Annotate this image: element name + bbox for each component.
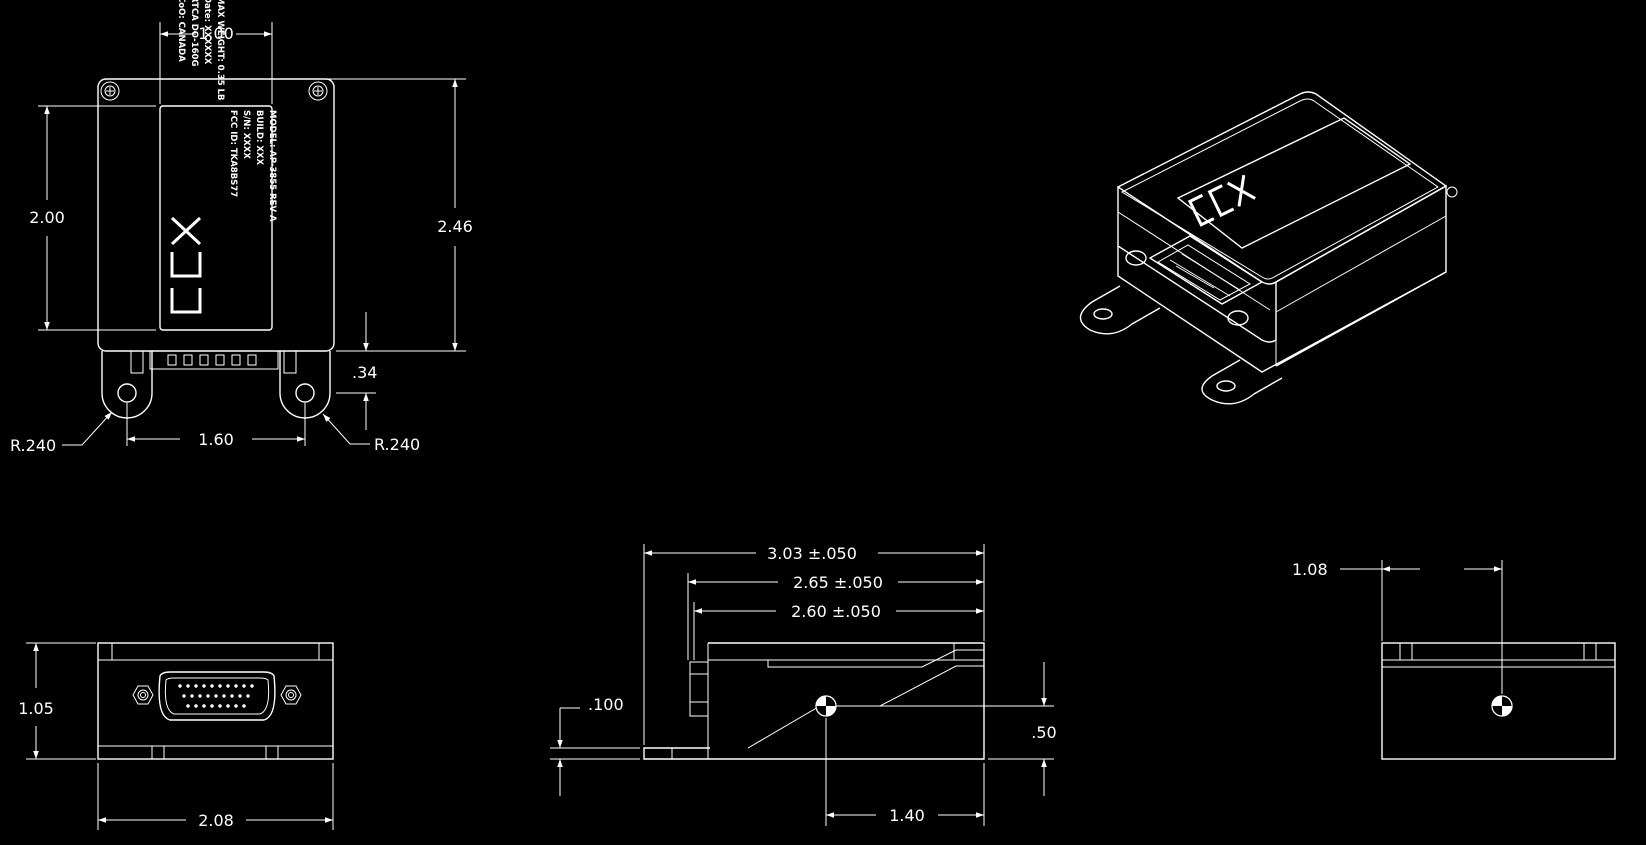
iso-top-face <box>1116 91 1448 285</box>
connector-jackscrew <box>283 350 297 374</box>
iso-connector <box>1148 235 1264 305</box>
top-view: MODEL: AP-3855 REV A BUILD: XXX S/N: XXX… <box>97 0 335 419</box>
dim-base-thickness: .100 <box>588 695 624 714</box>
label-line-weight: MAX WEIGHT: 0.35 LB <box>215 0 225 101</box>
side-connector <box>689 661 709 717</box>
front-view-dimensions: 1.05 2.08 <box>18 642 334 830</box>
iso-label-plate <box>1176 117 1412 249</box>
screw-icon <box>308 81 328 101</box>
rear-view <box>1381 642 1616 760</box>
iso-jackscrew-icon <box>1227 310 1249 326</box>
dim-height-200: 2.00 <box>29 208 65 227</box>
rear-view-dimensions: 1.08 <box>1292 560 1503 694</box>
dim-side-cg: 1.08 <box>1292 560 1328 579</box>
label-line-fcc: FCC ID: TKA8BS77 <box>228 110 238 197</box>
front-db-connector <box>158 671 276 721</box>
label-plate <box>159 105 273 331</box>
iso-hole-left <box>1093 308 1113 320</box>
dim-radius-right: R.240 <box>374 435 420 454</box>
front-view <box>97 642 334 760</box>
mounting-hole-right <box>295 383 315 403</box>
screw-icon <box>100 81 120 101</box>
hex-nut-icon <box>132 685 154 705</box>
label-line-build: BUILD: XXX <box>254 110 264 165</box>
iso-logo <box>1187 174 1256 227</box>
label-line-rtca: RTCA DO-160G <box>189 0 199 66</box>
label-text-block: MODEL: AP-3855 REV A BUILD: XXX S/N: XXX… <box>176 0 277 222</box>
label-line-coo: CoO: CANADA <box>176 0 186 62</box>
side-view-dimensions: 3.03 ±.050 2.65 ±.050 2.60 ±.050 .100 .5… <box>550 544 1057 826</box>
label-line-date: Date: XXXXXX <box>202 0 212 65</box>
dim-top-width: 1.00 <box>198 24 234 43</box>
iso-side-face <box>1275 184 1447 367</box>
dim-length-3: 2.60 ±.050 <box>791 602 881 621</box>
connector-jackscrew <box>130 350 144 374</box>
front-view-body <box>97 642 334 760</box>
rear-view-body <box>1381 642 1616 760</box>
iso-hole-right <box>1216 380 1236 392</box>
dim-radius-left: R.240 <box>10 436 56 455</box>
dim-cg-height: .50 <box>1031 723 1056 742</box>
iso-tab-left <box>1079 285 1161 335</box>
dim-hole-spacing: 1.60 <box>198 430 234 449</box>
top-view-dimensions: 1.00 2.00 2.46 .34 1.60 R.240 R.240 <box>10 22 473 455</box>
dim-front-height: 1.05 <box>18 699 54 718</box>
isometric-view <box>1079 91 1458 405</box>
side-view <box>643 642 985 760</box>
label-line-serial: S/N: XXXX <box>241 110 251 159</box>
dim-tab-depth: .34 <box>352 363 377 382</box>
dim-height-246: 2.46 <box>437 217 473 236</box>
top-view-connector <box>149 350 279 370</box>
label-line-model: MODEL: AP-3855 REV A <box>267 110 277 222</box>
side-cg-icon <box>815 695 837 717</box>
top-view-body <box>97 78 335 352</box>
iso-jackscrew-icon <box>1125 250 1147 266</box>
mounting-hole-left <box>117 383 137 403</box>
dim-length-2: 2.65 ±.050 <box>793 573 883 592</box>
ccx-logo <box>170 216 202 314</box>
dim-overall-length: 3.03 ±.050 <box>767 544 857 563</box>
iso-screw-icon <box>1446 186 1458 198</box>
rear-cg-icon <box>1491 695 1513 717</box>
hex-nut-icon <box>280 685 302 705</box>
connector-pin-grid <box>178 684 254 708</box>
dim-cg-from-end: 1.40 <box>889 806 925 825</box>
connector-pins <box>167 354 257 366</box>
dim-front-width: 2.08 <box>198 811 234 830</box>
iso-tab-right <box>1201 359 1283 405</box>
